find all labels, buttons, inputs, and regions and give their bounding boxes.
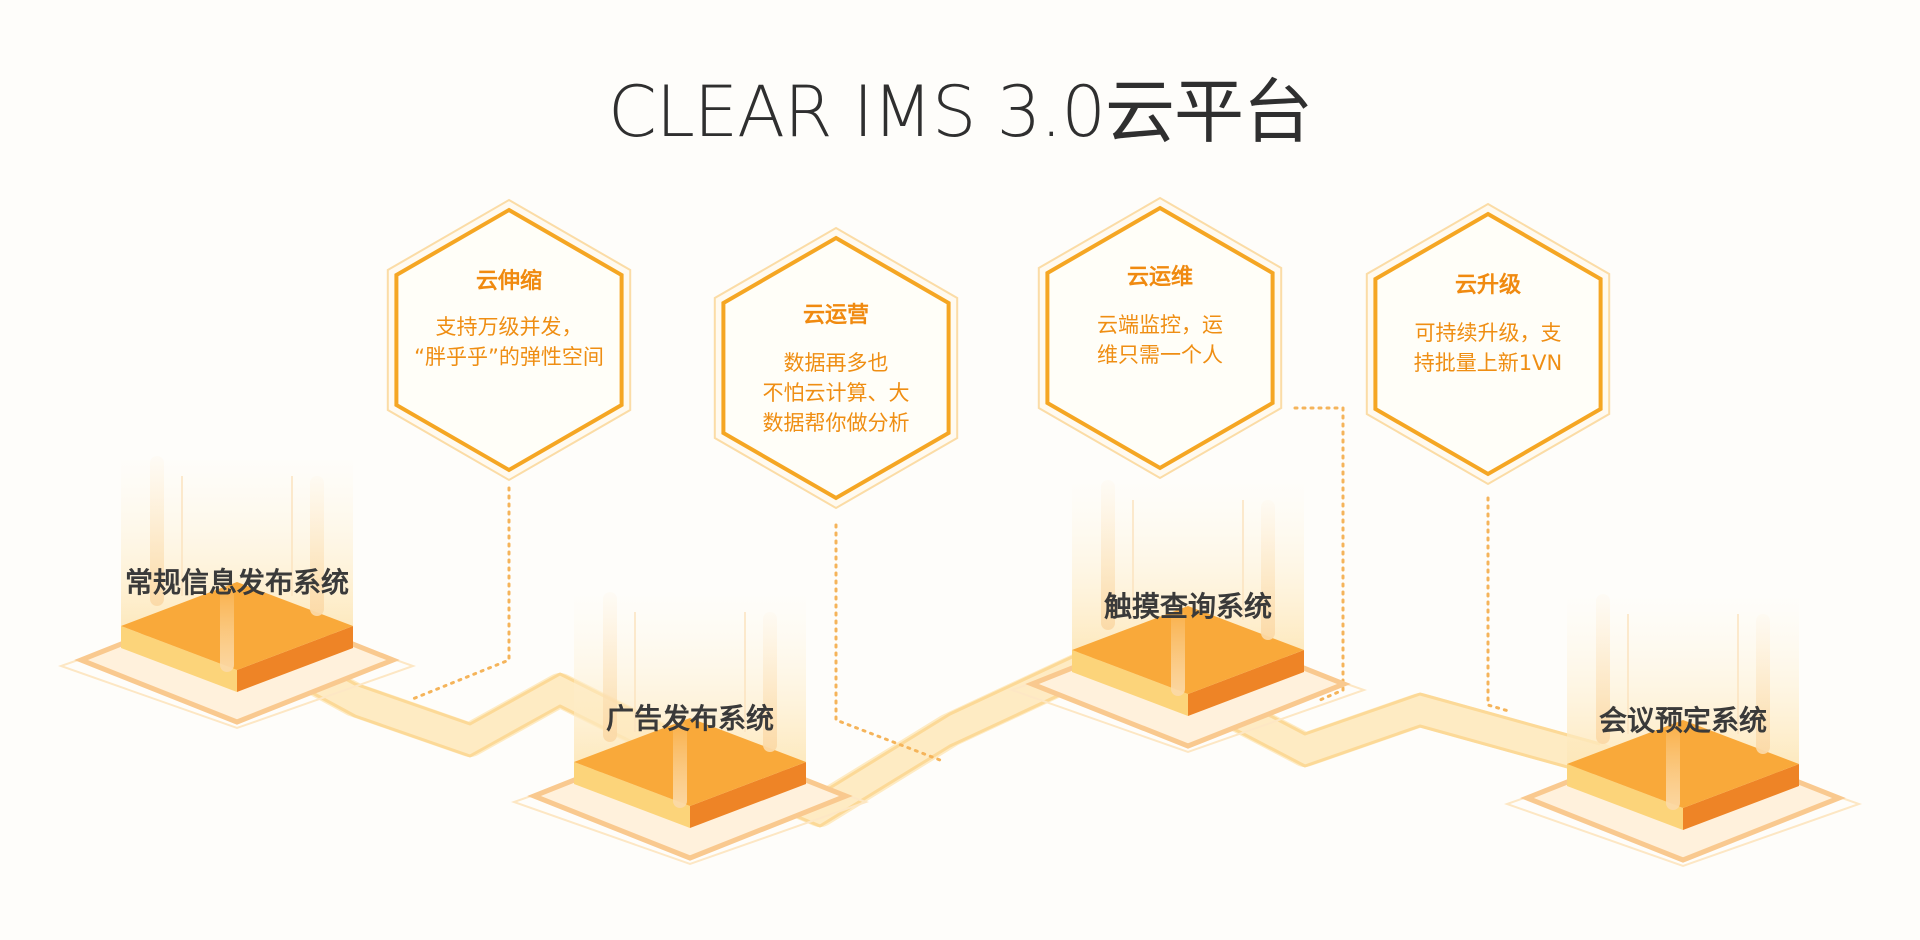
page-title: CLEAR IMS 3.0云平台 xyxy=(608,71,1313,153)
platform-right-face xyxy=(237,626,353,692)
platform-top-face xyxy=(121,582,353,670)
hexagon-text-line: 数据帮你做分析 xyxy=(763,411,910,435)
platform-left-face xyxy=(1567,764,1683,830)
hexagon-title: 云升级 xyxy=(1455,272,1521,298)
hexagon-inner-border xyxy=(1045,205,1275,471)
platform-left-face xyxy=(574,762,690,828)
system-label-2: 广告发布系统 xyxy=(606,702,774,735)
connector-4 xyxy=(1486,496,1514,714)
platform-1 xyxy=(57,456,417,730)
platform-top-face xyxy=(574,718,806,806)
platform-right-face xyxy=(1683,764,1799,830)
connector-2 xyxy=(834,523,942,762)
light-bar xyxy=(220,586,234,672)
platform-right-face xyxy=(690,762,806,828)
platform-4 xyxy=(1503,594,1863,868)
system-label-4: 会议预定系统 xyxy=(1599,704,1767,737)
platform-left-face xyxy=(1072,650,1188,716)
platform-2 xyxy=(510,592,870,866)
connection-band xyxy=(220,618,1617,828)
dotted-connectors xyxy=(408,406,1514,762)
hexagon-text-line: 维只需一个人 xyxy=(1097,343,1223,367)
light-bar xyxy=(310,476,324,616)
platform-left-face xyxy=(121,626,237,692)
light-bar xyxy=(673,722,687,808)
light-bar xyxy=(1756,614,1770,754)
light-bar xyxy=(1101,480,1115,630)
light-bar xyxy=(1596,594,1610,744)
light-bar xyxy=(150,456,164,606)
platforms-layer xyxy=(57,456,1863,868)
hexagon-text-line: 支持万级并发， xyxy=(436,315,583,339)
connector-3 xyxy=(1293,406,1345,702)
hexagon-text-line: 云端监控，运 xyxy=(1097,313,1223,337)
connector-1 xyxy=(408,486,511,702)
hexagon-text-line: 持批量上新1VN xyxy=(1414,351,1562,375)
platform-right-face xyxy=(1188,650,1304,716)
hexagon-title: 云运维 xyxy=(1127,264,1193,290)
platform-3 xyxy=(1008,480,1368,754)
hexagon-inner-border xyxy=(394,207,624,473)
platform-top-face xyxy=(1072,606,1304,694)
light-bar xyxy=(1666,724,1680,810)
hexagon-text-line: “胖乎乎”的弹性空间 xyxy=(414,345,604,369)
light-bar xyxy=(1171,610,1185,696)
hexagon-text-line: 不怕云计算、大 xyxy=(763,381,910,405)
system-label-3: 触摸查询系统 xyxy=(1104,590,1272,623)
hexagon-title: 云伸缩 xyxy=(476,268,542,294)
hexagon-text-line: 可持续升级，支 xyxy=(1415,321,1562,345)
hexagon-inner-border xyxy=(721,235,951,501)
light-bar xyxy=(1261,500,1275,640)
system-label-1: 常规信息发布系统 xyxy=(125,566,349,599)
hexagon-inner-border xyxy=(1373,211,1603,477)
hexagon-title: 云运营 xyxy=(803,303,869,328)
platform-top-face xyxy=(1567,720,1799,808)
light-bar xyxy=(763,612,777,752)
system-labels: 常规信息发布系统 广告发布系统 触摸查询系统 会议预定系统 xyxy=(125,566,1767,737)
light-bar xyxy=(603,592,617,742)
hexagon-text-line: 数据再多也 xyxy=(784,351,889,375)
